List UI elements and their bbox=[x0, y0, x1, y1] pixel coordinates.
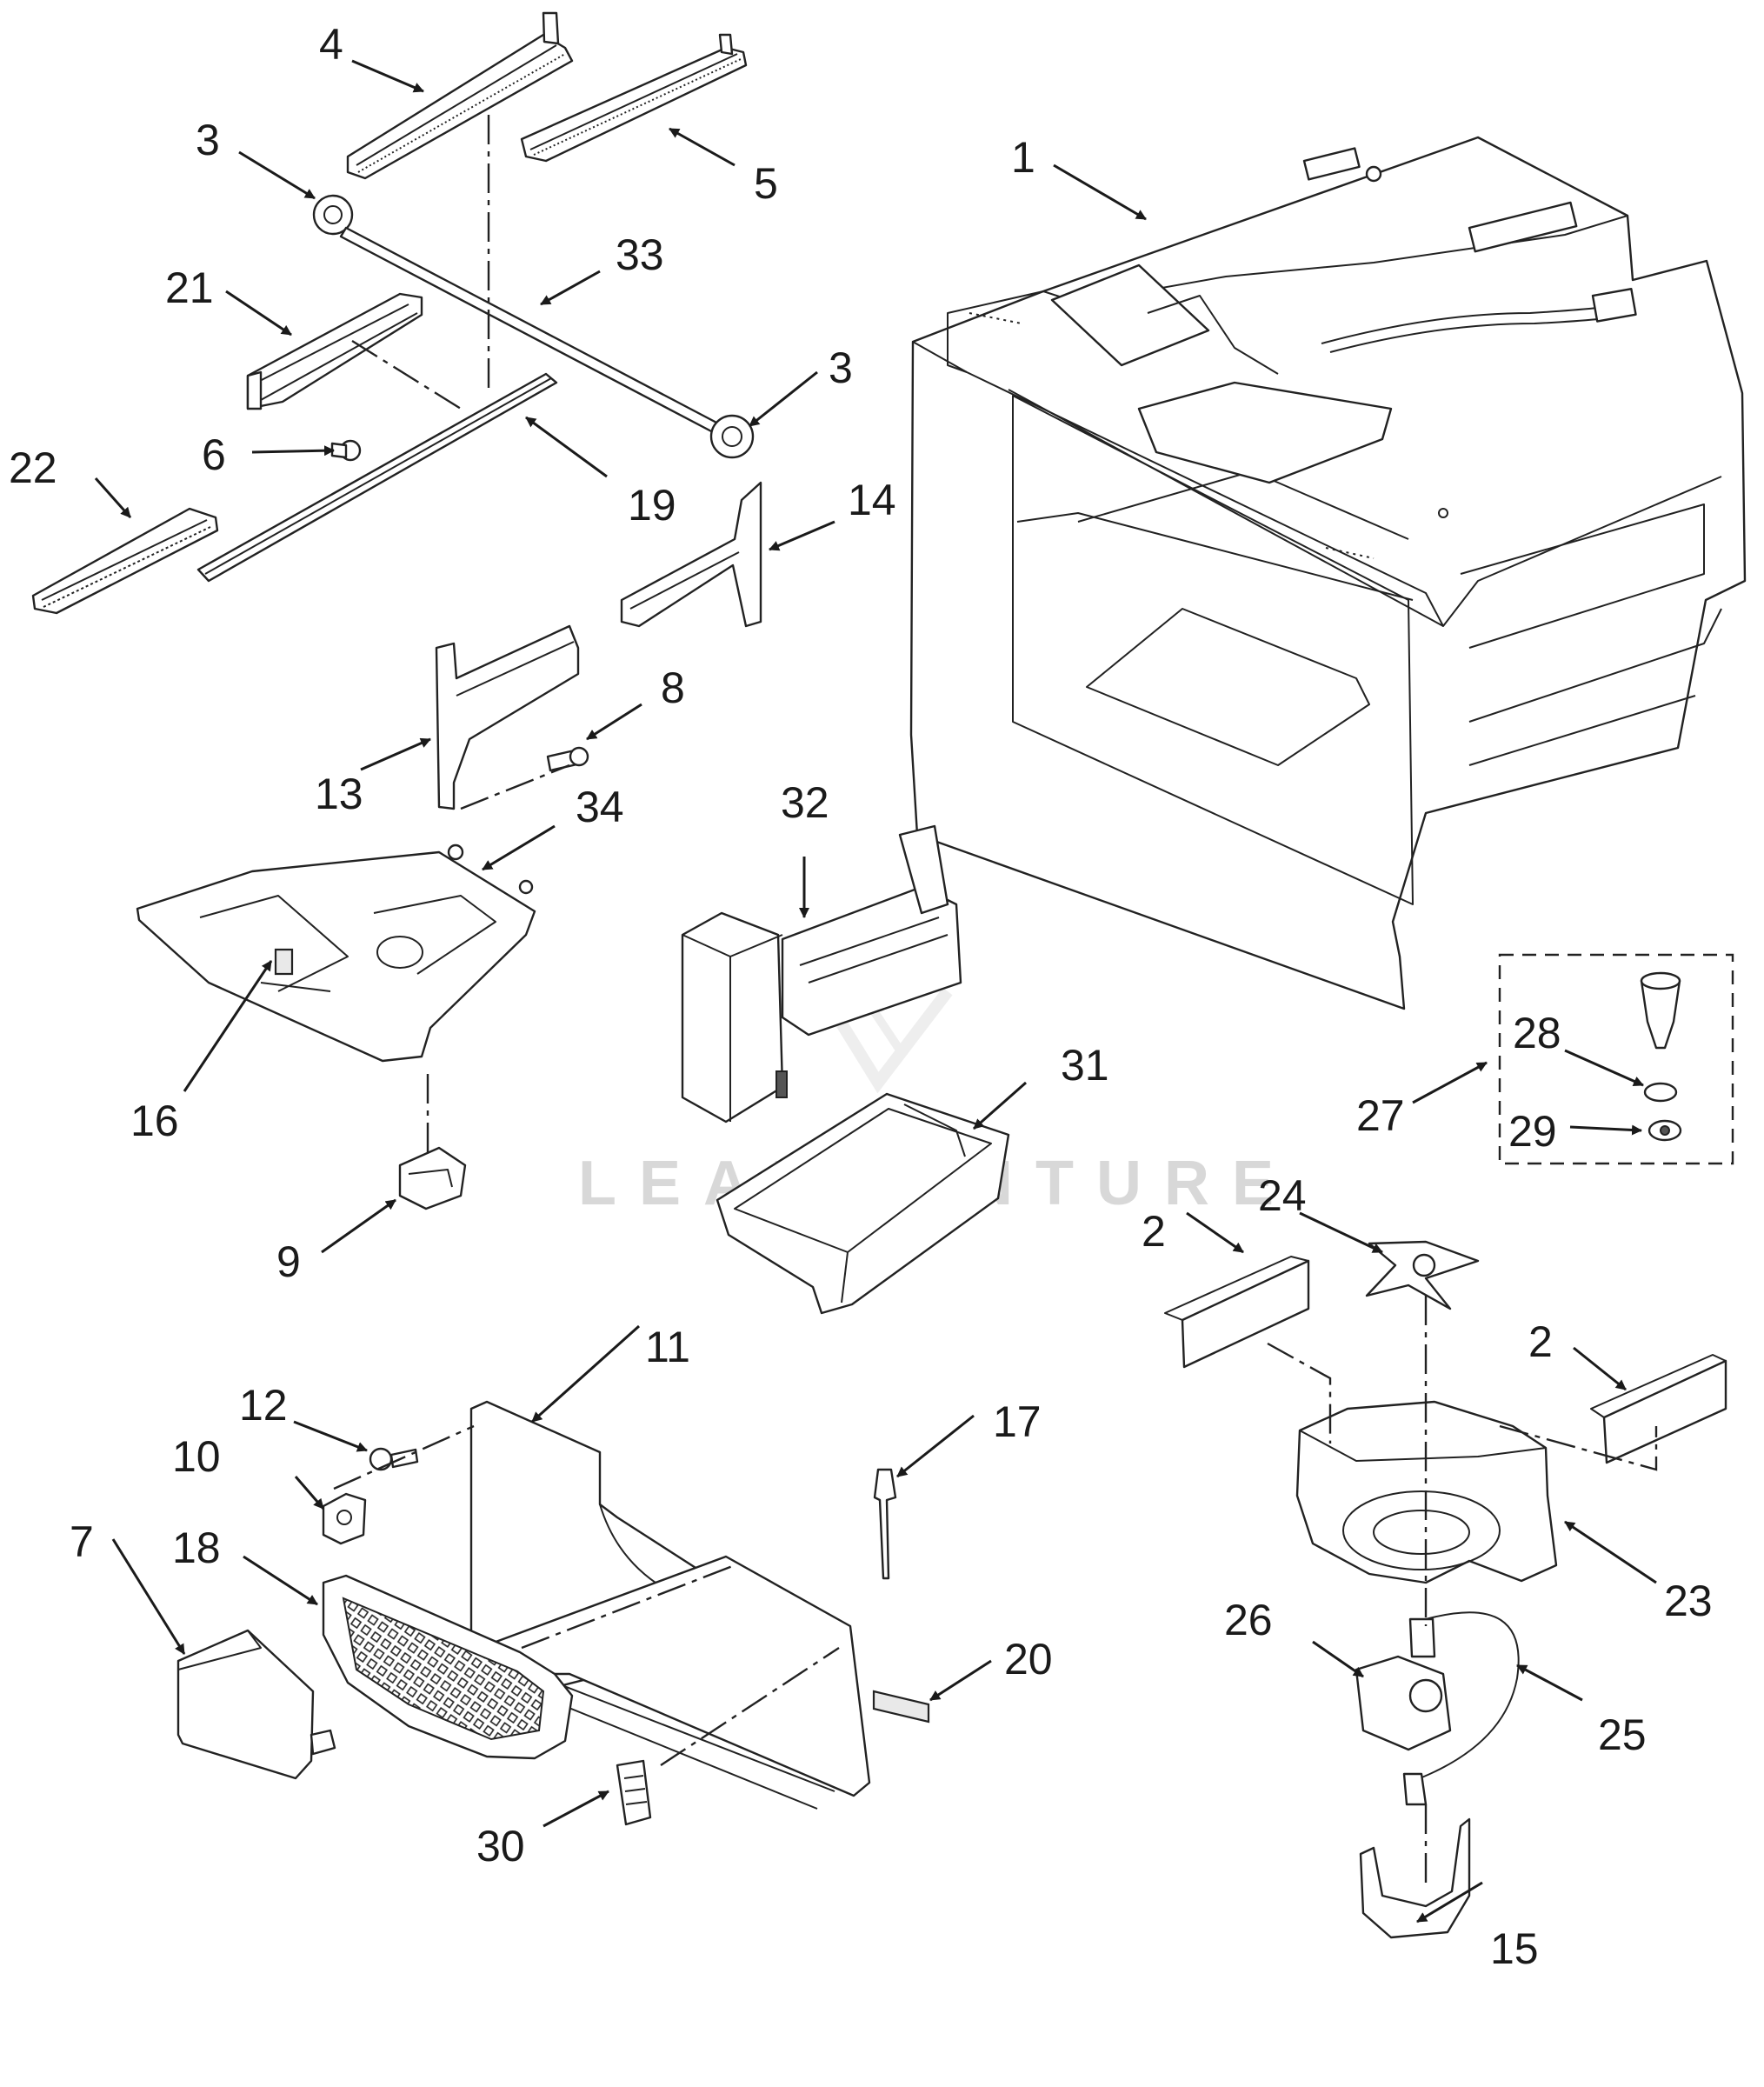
callout-8: 8 bbox=[661, 663, 685, 712]
callout-12: 12 bbox=[239, 1381, 288, 1430]
callout-18: 18 bbox=[172, 1524, 221, 1572]
callout-4: 4 bbox=[319, 20, 343, 69]
part-32-ice-maker bbox=[681, 824, 962, 1124]
part-16-clip bbox=[274, 948, 294, 976]
callout-2-left: 2 bbox=[1142, 1207, 1166, 1256]
part-3-gear-lower bbox=[709, 414, 755, 459]
part-34-chute bbox=[136, 843, 536, 1063]
callout-3-upper: 3 bbox=[196, 116, 220, 164]
part-28-fitting bbox=[1640, 971, 1681, 1103]
callout-15: 15 bbox=[1490, 1924, 1539, 1973]
part-2-pad-left bbox=[1164, 1256, 1310, 1369]
callout-13: 13 bbox=[315, 770, 363, 818]
callout-2-right: 2 bbox=[1528, 1317, 1553, 1366]
callout-16: 16 bbox=[130, 1097, 179, 1145]
part-30-clip bbox=[616, 1759, 652, 1826]
callout-24: 24 bbox=[1258, 1171, 1307, 1220]
callout-21: 21 bbox=[165, 263, 214, 312]
callout-7: 7 bbox=[70, 1517, 94, 1566]
callout-29: 29 bbox=[1508, 1107, 1557, 1156]
part-22-slide bbox=[31, 507, 219, 615]
callout-31: 31 bbox=[1061, 1041, 1109, 1090]
part-10-clip bbox=[322, 1492, 367, 1545]
part-7-cover bbox=[176, 1629, 336, 1780]
part-1-ice-housing bbox=[909, 136, 1747, 1010]
part-26-fan-motor bbox=[1355, 1617, 1452, 1751]
part-12-screw bbox=[369, 1447, 419, 1471]
callout-25: 25 bbox=[1598, 1710, 1647, 1759]
callout-19: 19 bbox=[628, 481, 676, 530]
part-20-panel bbox=[489, 1555, 930, 1810]
callout-23: 23 bbox=[1664, 1577, 1713, 1625]
callout-6: 6 bbox=[202, 430, 226, 479]
callout-27: 27 bbox=[1356, 1091, 1405, 1140]
callout-14: 14 bbox=[848, 476, 896, 524]
part-25-wire bbox=[1402, 1611, 1520, 1806]
callout-30: 30 bbox=[476, 1822, 525, 1870]
part-19-slide bbox=[196, 372, 558, 583]
callout-labels: 1 2 2 3 3 4 5 6 7 8 9 10 11 12 13 14 15 … bbox=[9, 20, 1713, 1973]
callout-34: 34 bbox=[576, 783, 624, 831]
callout-1: 1 bbox=[1011, 133, 1035, 182]
callout-9: 9 bbox=[276, 1237, 301, 1286]
part-17-pin bbox=[873, 1468, 897, 1580]
part-5-rail bbox=[520, 33, 748, 163]
part-6-screw bbox=[330, 439, 362, 462]
part-27-kit-box bbox=[1498, 953, 1734, 1165]
part-3-gear-upper bbox=[312, 194, 354, 236]
part-29-cap bbox=[1648, 1119, 1682, 1142]
part-24-fan-blade bbox=[1365, 1240, 1480, 1310]
part-15-bracket bbox=[1359, 1817, 1471, 1939]
part-2-pad-right bbox=[1590, 1354, 1727, 1464]
part-31-ice-bin bbox=[716, 1092, 1010, 1315]
part-13-bracket bbox=[435, 624, 580, 810]
part-4-rail bbox=[346, 11, 574, 180]
callout-28: 28 bbox=[1513, 1009, 1561, 1057]
callout-5: 5 bbox=[754, 159, 778, 208]
part-9-crank bbox=[398, 1146, 467, 1210]
callout-20: 20 bbox=[1004, 1635, 1053, 1684]
part-18-grille bbox=[322, 1574, 574, 1760]
callout-33: 33 bbox=[616, 230, 664, 279]
callout-10: 10 bbox=[172, 1432, 221, 1481]
callout-26: 26 bbox=[1224, 1596, 1273, 1644]
leader-lines bbox=[94, 59, 1657, 1924]
part-8-screw bbox=[546, 746, 589, 772]
callout-22: 22 bbox=[9, 443, 57, 492]
alignment-lines bbox=[333, 115, 1658, 1887]
callout-3-lower: 3 bbox=[829, 343, 853, 392]
callout-17: 17 bbox=[993, 1397, 1042, 1446]
part-21-bracket bbox=[246, 292, 423, 410]
callout-11: 11 bbox=[645, 1323, 690, 1371]
part-14-bracket bbox=[620, 481, 762, 628]
callout-32: 32 bbox=[781, 778, 829, 827]
